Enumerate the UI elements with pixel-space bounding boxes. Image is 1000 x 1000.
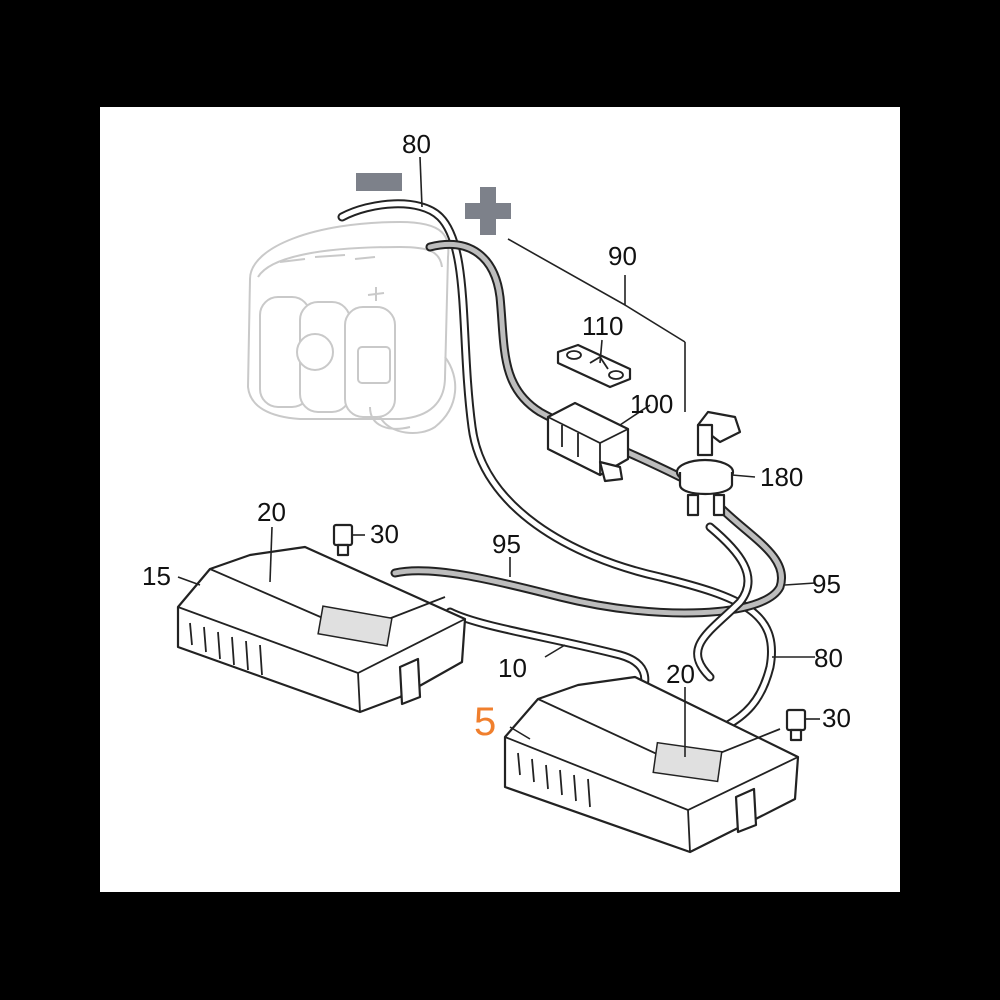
callout-10: 10	[498, 653, 527, 683]
cable-10	[445, 607, 650, 702]
charger-5	[503, 675, 800, 854]
fuse-link-110	[556, 343, 632, 389]
callout-30-left: 30	[370, 519, 399, 549]
battery-switch-180	[675, 410, 742, 517]
leader-lines	[177, 156, 820, 757]
battery-ghost	[246, 220, 457, 434]
callout-95-right: 95	[812, 569, 841, 599]
wiring-diagram: 80 90 110 100 180 20 30 15 95 95 10 80 2…	[142, 129, 851, 854]
fuse-30-right	[785, 708, 807, 742]
callout-90: 90	[608, 241, 637, 271]
callout-80-right: 80	[814, 643, 843, 673]
plus-sign	[465, 187, 511, 235]
minus-sign	[356, 173, 402, 191]
charger-15	[176, 545, 467, 714]
fuse-holder-100	[546, 401, 630, 483]
cable-95	[390, 502, 787, 682]
callout-80-top: 80	[402, 129, 431, 159]
callout-95-mid: 95	[492, 529, 521, 559]
cable-80-negative	[337, 199, 776, 732]
diagram-panel: 80 90 110 100 180 20 30 15 95 95 10 80 2…	[100, 107, 900, 892]
callout-5-highlighted: 5	[474, 700, 496, 744]
callout-20-right: 20	[666, 659, 695, 689]
callout-20-left: 20	[257, 497, 286, 527]
callout-100: 100	[630, 389, 673, 419]
callout-110: 110	[582, 311, 623, 341]
callout-30-right: 30	[822, 703, 851, 733]
fuse-30-left	[332, 523, 354, 557]
callout-180: 180	[760, 462, 803, 492]
callout-15: 15	[142, 561, 171, 591]
